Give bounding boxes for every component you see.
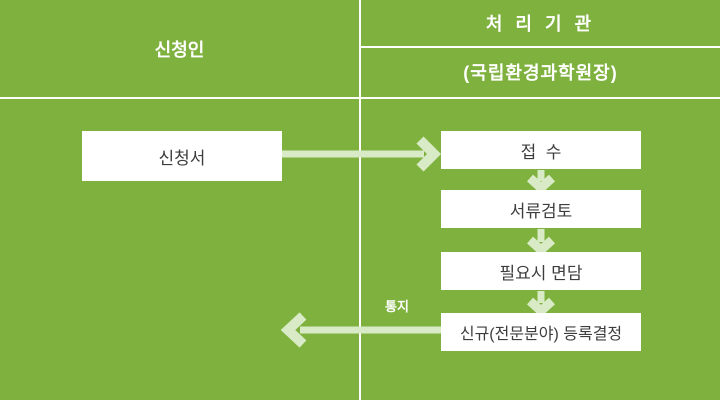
application-document-box: 신청서 bbox=[82, 131, 282, 181]
notify-label: 통지 bbox=[385, 299, 409, 314]
flow-arrow-down-3-icon bbox=[526, 291, 556, 318]
agency-column-header: 처 리 기 관 bbox=[485, 14, 596, 34]
notify-arrow-left-icon bbox=[280, 312, 441, 348]
step-interview-box: 필요시 면담 bbox=[441, 252, 641, 290]
step-document-review-box: 서류검토 bbox=[441, 190, 641, 228]
header-row-divider-line bbox=[0, 97, 720, 99]
step-receipt-box: 접 수 bbox=[441, 131, 641, 169]
column-divider-line bbox=[359, 0, 361, 400]
flow-arrow-down-1-icon bbox=[526, 170, 556, 195]
agency-header-subdivider-line bbox=[361, 46, 720, 48]
step-registration-decision-box: 신규(전문분야) 등록결정 bbox=[441, 313, 641, 351]
flow-arrow-down-2-icon bbox=[526, 229, 556, 257]
submit-arrow-right-icon bbox=[282, 136, 442, 172]
applicant-column-header: 신청인 bbox=[154, 39, 205, 60]
agency-subheader: (국립환경과학원장) bbox=[463, 63, 618, 83]
